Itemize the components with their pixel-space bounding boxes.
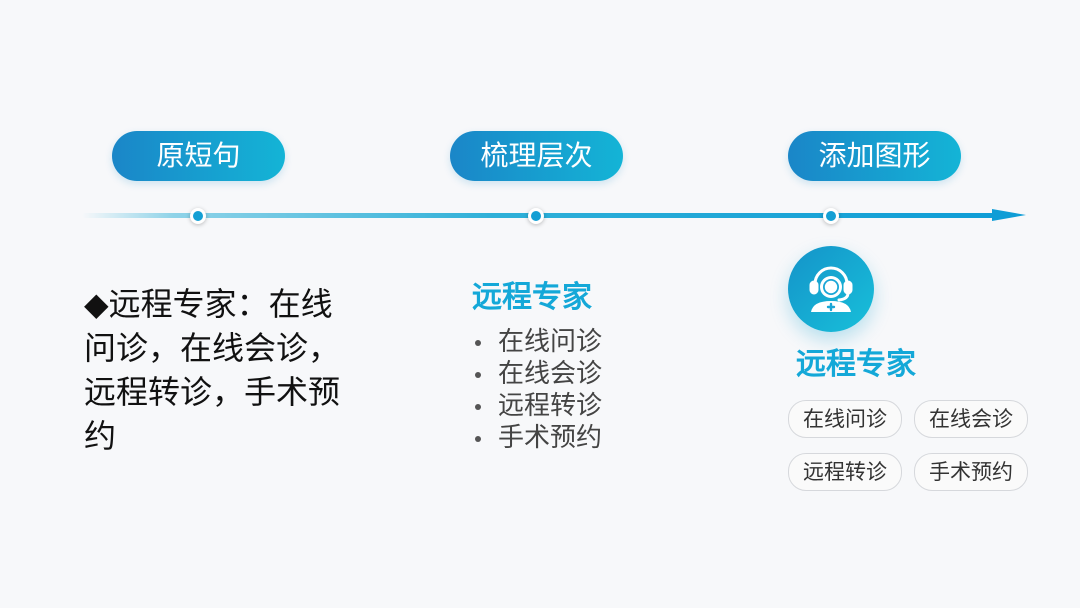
timeline-node-1 — [190, 208, 206, 224]
doctor-headset-icon — [788, 246, 874, 332]
list-item-label: 在线会诊 — [498, 359, 603, 389]
step-pill-original-sentence: 原短句 — [112, 131, 285, 181]
list-item-label: 手术预约 — [498, 423, 603, 453]
original-sentence-text: ◆远程专家：在线问诊，在线会诊，远程转诊，手术预约 — [84, 285, 341, 455]
list-item-label: 在线问诊 — [498, 327, 603, 357]
timeline-node-2 — [528, 208, 544, 224]
timeline-node-3 — [823, 208, 839, 224]
service-tag: 远程转诊 — [788, 453, 902, 491]
bullet-icon — [475, 372, 481, 378]
list-item: 在线会诊 — [472, 358, 602, 390]
step-pill-organize-levels: 梳理层次 — [450, 131, 623, 181]
bullet-icon — [475, 436, 481, 442]
organized-list: 在线问诊 在线会诊 远程转诊 手术预约 — [472, 326, 602, 454]
step-pill-add-graphics: 添加图形 — [788, 131, 961, 181]
graphic-heading: 远程专家 — [796, 347, 916, 382]
service-tag: 在线问诊 — [788, 400, 902, 438]
organized-heading: 远程专家 — [472, 280, 592, 315]
list-item: 远程转诊 — [472, 390, 602, 422]
list-item: 手术预约 — [472, 422, 602, 454]
bullet-icon — [475, 404, 481, 410]
timeline-arrow-icon — [992, 209, 1026, 221]
list-item-label: 远程转诊 — [498, 391, 603, 421]
service-tag: 手术预约 — [914, 453, 1028, 491]
list-item: 在线问诊 — [472, 326, 602, 358]
bullet-icon — [475, 340, 481, 346]
service-tag: 在线会诊 — [914, 400, 1028, 438]
